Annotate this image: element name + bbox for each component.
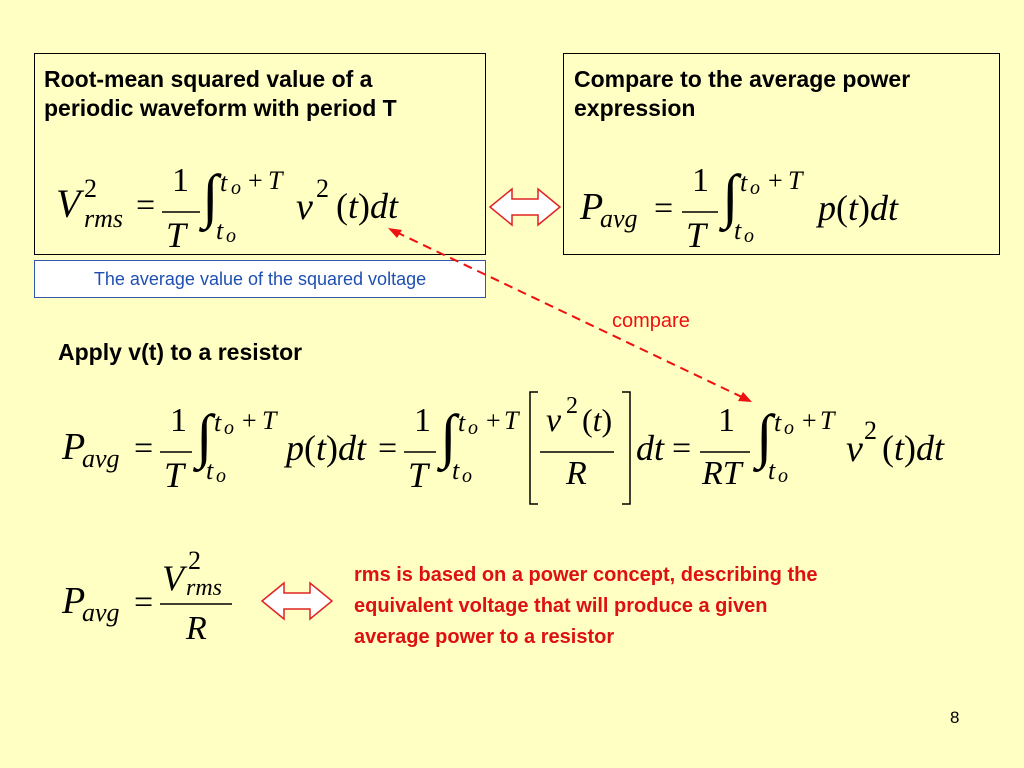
average-power-heading: Compare to the average power expression [574, 65, 910, 123]
rms-heading-line2: periodic waveform with period T [44, 95, 397, 121]
average-power-box [563, 53, 1000, 255]
double-arrow-icon [260, 581, 334, 621]
average-power-heading-line2: expression [574, 95, 696, 121]
dashed-double-arrow-icon [388, 228, 752, 402]
compare-label: compare [612, 310, 690, 332]
apply-heading: Apply v(t) to a resistor [58, 339, 303, 365]
note-line3: average power to a resistor [354, 626, 615, 648]
double-arrow-icon [488, 187, 562, 227]
rms-definition-box [34, 53, 486, 255]
page-number: 8 [950, 708, 960, 727]
rms-heading-line1: Root-mean squared value of a [44, 66, 373, 92]
note-line2: equivalent voltage that will produce a g… [354, 595, 768, 617]
squared-voltage-callout: The average value of the squared voltage [34, 260, 486, 298]
note-line1: rms is based on a power concept, describ… [354, 564, 818, 586]
rms-explanation-note: rms is based on a power concept, describ… [354, 560, 817, 653]
rms-heading: Root-mean squared value of a periodic wa… [44, 65, 397, 123]
average-power-heading-line1: Compare to the average power [574, 66, 911, 92]
